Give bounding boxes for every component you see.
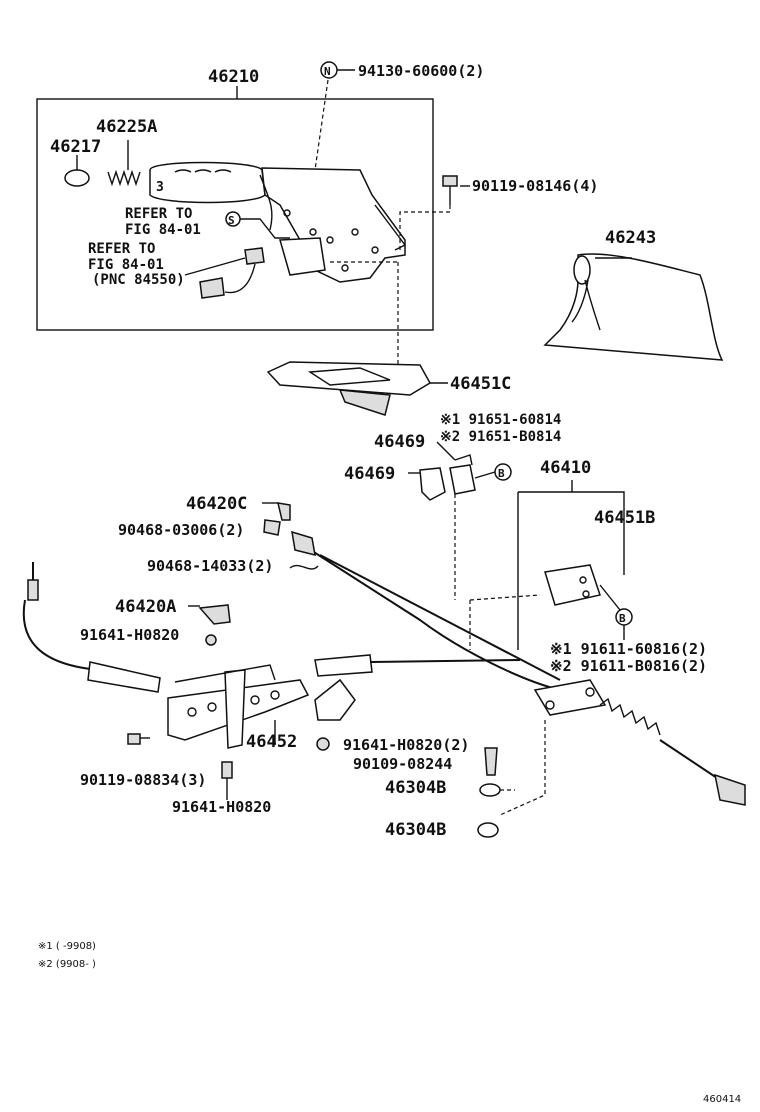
assembly-group-box-46210 [36,98,434,331]
label-46410: 46410 [540,458,591,478]
label-90468-03006: 90468-03006(2) [118,521,244,539]
marker-n: N [324,65,331,78]
label-46210: 46210 [208,67,259,87]
grommet-46304B-a [479,783,501,797]
label-90119-08146: 90119-08146(4) [472,177,598,195]
retainer-46469 [419,454,476,501]
label-46469-a: 46469 [374,432,425,452]
label-91641-H0820-b: 91641-H0820(2) [343,736,469,754]
label-46451B: 46451B [594,508,655,528]
bolt-90119-08146 [442,175,458,205]
label-91611-B0816: ※2 91611-B0816(2) [550,657,707,675]
bracket-46452 [167,664,310,749]
boot-46243 [543,253,724,361]
label-91651-B0814: ※2 91651-B0814 [440,429,561,445]
label-91641-H0820-c: 91641-H0820 [172,798,271,816]
label-46469-b: 46469 [344,464,395,484]
plate-46451C [266,361,432,416]
diagram-id: 460414 [703,1094,741,1105]
label-46243: 46243 [605,228,656,248]
rear-cable-left [22,562,161,693]
label-46452: 46452 [246,732,297,752]
label-46451C: 46451C [450,374,511,394]
label-fig-84-01-2: FIG 84-01 [88,257,164,273]
label-refer-to-2: REFER TO [88,241,155,257]
grommet-46304B-b [477,822,499,838]
label-94130-60600: 94130-60600(2) [358,62,484,80]
switch-connector-drawing: S [184,174,290,299]
clip-46420C [277,502,291,521]
stud-90109-08244 [484,747,498,776]
label-91641-H0820-a: 91641-H0820 [80,626,179,644]
parking-brake-lever-drawing: 3 [149,161,407,283]
label-90119-08834: 90119-08834(3) [80,771,206,789]
bolt-90119-08834 [127,733,141,745]
label-46225A: 46225A [96,117,157,137]
guide-46451B [544,564,601,606]
marker-b1: B [498,467,505,480]
cap-46217 [64,169,90,187]
rear-cable-right [314,654,521,721]
label-46304B-a: 46304B [385,778,446,798]
label-46420C: 46420C [186,494,247,514]
label-46217: 46217 [50,137,101,157]
label-fig-84-01-1: FIG 84-01 [125,222,201,238]
label-46420A: 46420A [115,597,176,617]
label-46304B-b: 46304B [385,820,446,840]
svg-text:3: 3 [156,180,164,195]
clip-46420A [198,604,231,625]
marker-s: S [228,214,235,227]
spring-46225A [107,169,141,187]
label-refer-to-1: REFER TO [125,206,192,222]
footnote-1: ※1 ( -9908) [38,941,96,952]
label-90468-14033: 90468-14033(2) [147,557,273,575]
label-91611-60816: ※1 91611-60816(2) [550,640,707,658]
label-91651-60814: ※1 91651-60814 [440,412,561,428]
marker-b2: B [619,612,626,625]
footnote-2: ※2 (9908- ) [38,959,96,970]
label-90109-08244: 90109-08244 [353,755,452,773]
label-pnc-84550: (PNC 84550) [92,272,185,288]
